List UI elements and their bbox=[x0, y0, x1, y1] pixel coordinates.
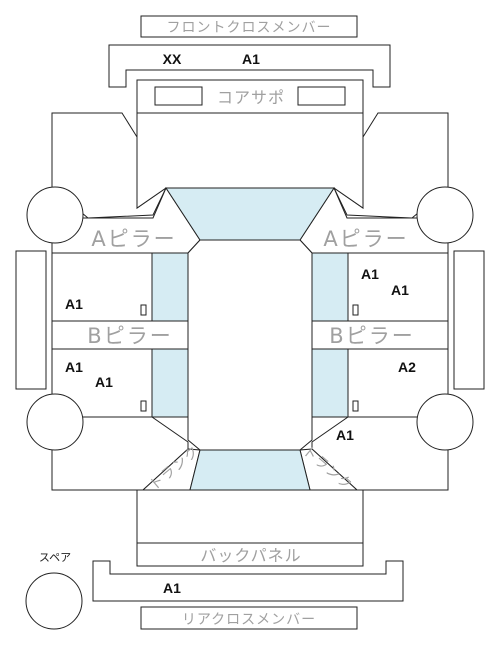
b-pillar-left-label: Bピラー bbox=[87, 324, 172, 348]
rear-right-door-mark: A2 bbox=[398, 359, 416, 375]
rear-window[interactable] bbox=[189, 449, 311, 491]
rear-right-window[interactable] bbox=[311, 348, 349, 418]
front-left-window[interactable] bbox=[151, 252, 189, 322]
front-right-tire[interactable] bbox=[416, 186, 474, 244]
core-support-left-box[interactable] bbox=[154, 86, 203, 106]
rear-cross-member-box[interactable] bbox=[140, 606, 358, 630]
rear-left-window[interactable] bbox=[151, 348, 189, 418]
front-left-door-mark: A1 bbox=[65, 296, 83, 312]
roof[interactable] bbox=[187, 239, 313, 451]
b-pillar-right-label: Bピラー bbox=[329, 324, 414, 348]
back-panel[interactable] bbox=[136, 542, 364, 567]
front-left-door-handle bbox=[140, 304, 147, 316]
a-pillar-left-label: Aピラー bbox=[91, 227, 176, 251]
spare-tire[interactable] bbox=[25, 572, 83, 630]
front-cross-member-mark-xx: XX bbox=[163, 51, 182, 67]
rear-left-tire[interactable] bbox=[26, 393, 84, 451]
front-left-door[interactable] bbox=[51, 252, 153, 322]
front-right-door[interactable] bbox=[347, 252, 449, 322]
rear-cross-member-mark-a1: A1 bbox=[163, 580, 181, 596]
front-right-door-mark-2: A1 bbox=[391, 282, 409, 298]
rear-body[interactable] bbox=[136, 489, 364, 544]
front-left-tire[interactable] bbox=[26, 186, 84, 244]
rear-left-door-mark-2: A1 bbox=[95, 374, 113, 390]
rear-cross-member-label: リアクロスメンバー bbox=[182, 612, 316, 628]
back-panel-label: バックパネル bbox=[200, 546, 301, 565]
front-cross-member-box[interactable] bbox=[140, 15, 358, 38]
front-cross-member-label: フロントクロスメンバー bbox=[167, 20, 332, 36]
b-pillar-right[interactable] bbox=[311, 320, 449, 350]
rear-left-door-mark-1: A1 bbox=[65, 359, 83, 375]
left-side-sill[interactable] bbox=[15, 250, 47, 390]
right-side-sill[interactable] bbox=[453, 250, 485, 390]
front-right-window[interactable] bbox=[311, 252, 349, 322]
core-support-label: コアサポ bbox=[217, 88, 285, 107]
rear-cross-member-bracket[interactable] bbox=[92, 560, 404, 602]
front-cross-member-bracket[interactable] bbox=[108, 44, 391, 88]
a-pillar-right-label: Aピラー bbox=[323, 227, 408, 251]
spare-label: スペア bbox=[39, 551, 71, 564]
core-support-right-box[interactable] bbox=[297, 86, 346, 106]
rear-right-quarter-mark: A1 bbox=[336, 427, 354, 443]
rear-right-door-handle bbox=[352, 400, 359, 412]
b-pillar-left[interactable] bbox=[51, 320, 189, 350]
front-right-door-mark-1: A1 bbox=[361, 266, 379, 282]
front-cross-member-mark-a1: A1 bbox=[242, 51, 260, 67]
front-right-door-handle bbox=[352, 304, 359, 316]
rear-right-tire[interactable] bbox=[416, 393, 474, 451]
rear-left-door-handle bbox=[140, 400, 147, 412]
